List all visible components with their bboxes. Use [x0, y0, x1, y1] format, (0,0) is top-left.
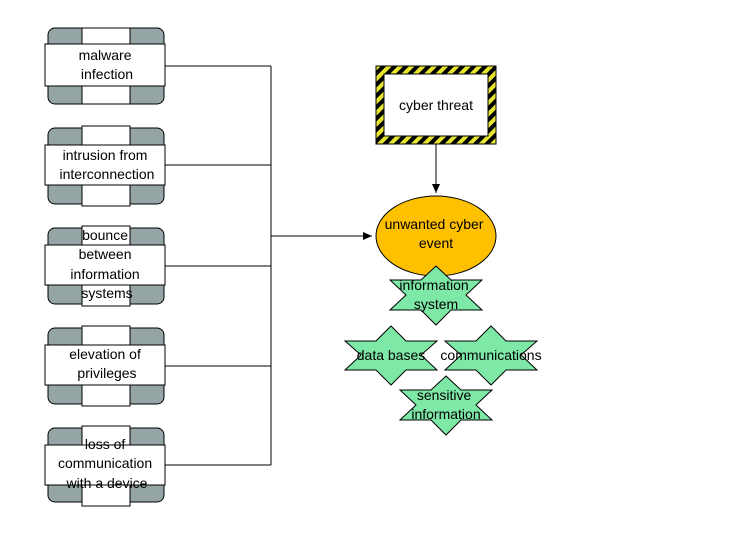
label-line: infection: [81, 66, 133, 82]
label-line: privileges: [77, 365, 136, 381]
asset-label: information system: [399, 277, 472, 312]
label-line: information: [399, 277, 468, 293]
asset-sensitive-information[interactable]: sensitive information: [398, 375, 494, 436]
asset-label: communications: [440, 347, 541, 363]
label-line: interconnection: [60, 166, 155, 182]
threat-vector-label: intrusion from interconnection: [60, 147, 155, 182]
threat-vector-label: loss of communication with a device: [58, 436, 156, 491]
asset-label: sensitive information: [411, 387, 480, 422]
label-line: information: [411, 406, 480, 422]
label-line: sensitive: [417, 387, 472, 403]
asset-data-bases[interactable]: data bases: [343, 325, 439, 386]
threat-vector-intrusion[interactable]: intrusion from interconnection: [44, 125, 166, 207]
label-line: between: [79, 246, 132, 262]
label-line: intrusion from: [63, 147, 148, 163]
asset-label: data bases: [357, 347, 426, 363]
threat-vector-label: elevation of privileges: [69, 346, 145, 381]
label-line: loss of: [85, 436, 126, 452]
cyber-threat-label: cyber threat: [399, 97, 473, 113]
label-line: malware: [79, 47, 132, 63]
asset-communications[interactable]: communications: [440, 325, 542, 386]
label-line: unwanted cyber: [385, 216, 484, 232]
label-line: system: [414, 296, 458, 312]
threat-vector-loss[interactable]: loss of communication with a device: [44, 425, 166, 507]
threat-vector-elevation[interactable]: elevation of privileges: [44, 325, 166, 407]
label-line: with a device: [66, 475, 148, 491]
unwanted-cyber-event-node[interactable]: unwanted cyber event: [375, 195, 497, 277]
threat-vector-bounce[interactable]: bounce between information systems: [44, 225, 166, 307]
vector-connectors: [165, 65, 372, 466]
label-line: bounce: [82, 227, 128, 243]
label-line: event: [419, 235, 453, 251]
threat-vector-malware[interactable]: malware infection: [44, 27, 166, 105]
cyber-threat-node[interactable]: cyber threat: [375, 65, 497, 145]
threat-vector-label: malware infection: [79, 47, 136, 82]
label-line: information: [70, 266, 139, 282]
threat-vector-label: bounce between information systems: [70, 227, 143, 301]
label-line: systems: [81, 285, 132, 301]
label-line: elevation of: [69, 346, 141, 362]
asset-information-system[interactable]: information system: [388, 265, 484, 326]
event-label: unwanted cyber event: [385, 216, 488, 251]
label-line: communication: [58, 455, 152, 471]
